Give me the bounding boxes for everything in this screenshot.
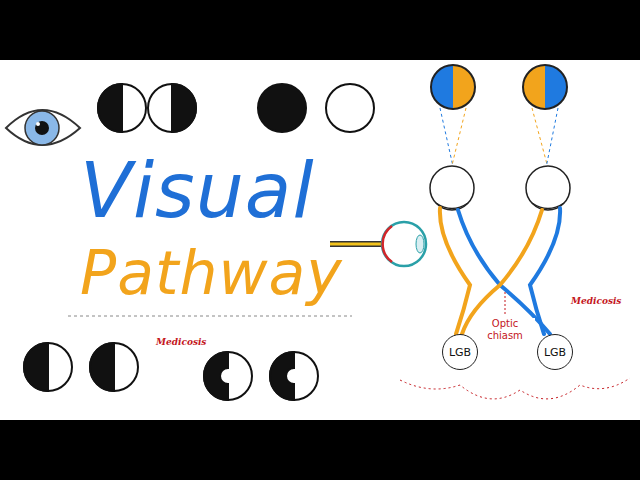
- lgb-circle: LGB: [442, 334, 478, 370]
- field-defects: [24, 84, 374, 400]
- visual-fields: [431, 65, 567, 109]
- watermark: Medicosis: [156, 337, 206, 347]
- eye-icon: [6, 110, 80, 145]
- top-bar: [0, 0, 640, 60]
- node-label: LGB: [449, 346, 471, 359]
- lgb-circle: LGB: [537, 334, 573, 370]
- underline: [68, 316, 352, 317]
- node-label: LGB: [544, 346, 566, 359]
- chiasm-leader: [505, 292, 506, 314]
- chiasm-label: Optic chiasm: [475, 318, 535, 341]
- watermark: Medicosis: [571, 296, 621, 306]
- bottom-bar: [0, 420, 640, 480]
- eyes: [430, 166, 570, 210]
- title: Visual Pathway: [80, 150, 365, 314]
- eyeball: [382, 222, 426, 266]
- optic-tracts: [440, 208, 560, 334]
- radiation-outline: [400, 378, 630, 399]
